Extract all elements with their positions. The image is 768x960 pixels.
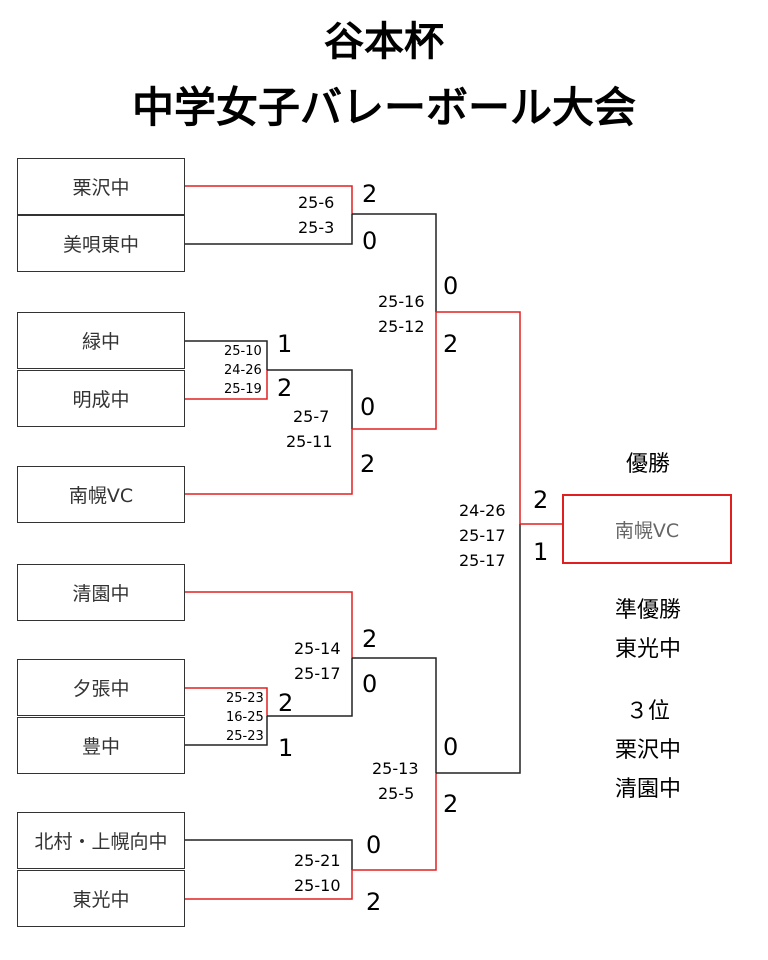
team-box-meisei: 明成中 xyxy=(17,370,185,427)
set-score: 24-26 xyxy=(224,363,262,378)
bracket-line-m2-lose xyxy=(185,340,268,370)
set-score: 25-13 xyxy=(372,759,419,778)
third-place-label: ３位 xyxy=(625,699,670,724)
set-score: 25-10 xyxy=(224,344,262,359)
set-score: 25-23 xyxy=(226,729,264,744)
bracket-line-m5-win xyxy=(185,687,268,716)
champion-label: 優勝 xyxy=(625,452,670,477)
third-place-team: 清園中 xyxy=(614,777,681,802)
team-box-yutaka: 豊中 xyxy=(17,717,185,774)
sets-won: 0 xyxy=(360,393,376,421)
sets-won: 0 xyxy=(443,733,459,761)
set-score: 25-7 xyxy=(293,407,330,426)
set-score: 25-17 xyxy=(459,551,506,570)
runner-up-team: 東光中 xyxy=(614,637,681,662)
set-score: 25-6 xyxy=(298,193,335,212)
team-box-kurisawa: 栗沢中 xyxy=(17,158,185,215)
team-box-midori: 緑中 xyxy=(17,312,185,369)
team-box-yubari: 夕張中 xyxy=(17,659,185,716)
set-score: 25-3 xyxy=(298,218,335,237)
bracket-line-m3-lose xyxy=(267,369,353,429)
bracket-line-m1-win xyxy=(185,185,353,214)
set-score: 25-14 xyxy=(294,639,341,658)
bracket-line-final-win xyxy=(436,311,521,524)
sets-won: 0 xyxy=(443,272,459,300)
team-box-toko: 東光中 xyxy=(17,870,185,927)
set-score: 25-21 xyxy=(294,851,341,870)
sets-won: 2 xyxy=(366,888,382,916)
bracket-line-m6-lose xyxy=(267,658,353,717)
sets-won: 0 xyxy=(362,670,378,698)
sets-won: 2 xyxy=(533,486,549,514)
team-box-kitamura-kamihoromukai: 北村・上幌向中 xyxy=(17,812,185,869)
bracket-line-m6-win xyxy=(185,591,353,658)
bracket-line-m5-lose xyxy=(185,716,268,746)
set-score: 25-12 xyxy=(378,317,425,336)
set-score: 25-11 xyxy=(286,432,333,451)
sets-won: 1 xyxy=(278,734,294,762)
third-place-team: 栗沢中 xyxy=(614,738,681,763)
bracket-line-m3-win xyxy=(185,429,353,495)
set-score: 25-10 xyxy=(294,876,341,895)
team-box-bibai-higashi: 美唄東中 xyxy=(17,215,185,272)
bracket-line-m8-lose xyxy=(352,657,437,773)
runner-up-label: 準優勝 xyxy=(614,598,681,623)
sets-won: 1 xyxy=(533,538,549,566)
set-score: 25-16 xyxy=(378,292,425,311)
sets-won: 2 xyxy=(360,450,376,478)
set-score: 16-25 xyxy=(226,710,264,725)
sets-won: 1 xyxy=(277,330,293,358)
bracket-line-m4-lose xyxy=(352,213,437,312)
bracket-line-m1-lose xyxy=(185,214,353,245)
bracket-line-m7-win xyxy=(185,870,353,900)
tournament-title: 谷本杯 xyxy=(324,19,444,65)
sets-won: 2 xyxy=(362,625,378,653)
set-score: 25-17 xyxy=(294,664,341,683)
set-score: 24-26 xyxy=(459,501,506,520)
sets-won: 2 xyxy=(443,790,459,818)
bracket-line-m4-win xyxy=(352,312,437,430)
champion-box: 南幌VC xyxy=(562,494,732,564)
team-box-seien: 清園中 xyxy=(17,564,185,621)
set-score: 25-19 xyxy=(224,382,262,397)
bracket-line-m7-lose xyxy=(185,839,353,870)
bracket-line-final-lose xyxy=(436,524,521,774)
bracket-line-m8-win xyxy=(352,773,437,871)
bracket-line-m2-win xyxy=(185,370,268,400)
set-score: 25-5 xyxy=(378,784,415,803)
set-score: 25-23 xyxy=(226,691,264,706)
set-score: 25-17 xyxy=(459,526,506,545)
tournament-subtitle: 中学女子バレーボール大会 xyxy=(131,83,636,132)
sets-won: 2 xyxy=(362,180,378,208)
sets-won: 2 xyxy=(277,374,293,402)
sets-won: 0 xyxy=(366,831,382,859)
sets-won: 0 xyxy=(362,227,378,255)
sets-won: 2 xyxy=(443,330,459,358)
team-box-nanporo-vc: 南幌VC xyxy=(17,466,185,523)
sets-won: 2 xyxy=(278,689,294,717)
